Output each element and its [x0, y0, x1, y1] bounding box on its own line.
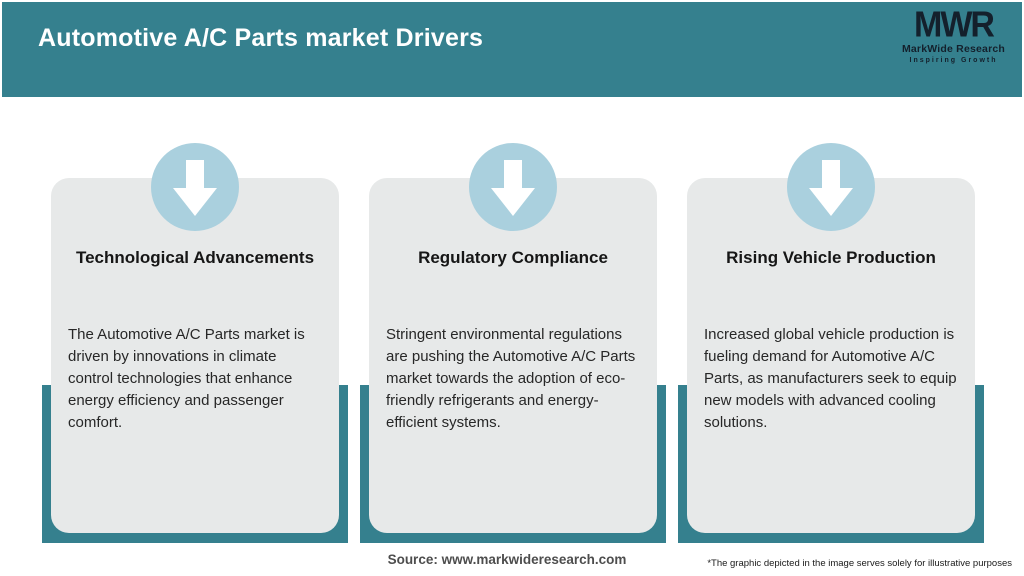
arrow-down-icon [490, 154, 536, 220]
card-description: The Automotive A/C Parts market is drive… [68, 326, 305, 431]
arrow-circle-badge [151, 143, 239, 231]
logo-company-name: MarkWide Research [901, 43, 1006, 55]
header-banner: Automotive A/C Parts market Drivers MWR … [2, 2, 1022, 97]
logo-tagline: Inspiring Growth [909, 56, 998, 64]
arrow-down-icon [172, 154, 218, 220]
card-title: Regulatory Compliance [418, 248, 608, 267]
driver-card-technological-advancements: Technological Advancements The Automotiv… [51, 178, 339, 533]
card-description: Increased global vehicle production is f… [704, 326, 957, 431]
arrow-circle-badge [787, 143, 875, 231]
source-text: Source: www.markwideresearch.com [387, 552, 627, 567]
arrow-circle-badge [469, 143, 557, 231]
driver-card-rising-vehicle-production: Rising Vehicle Production Increased glob… [687, 178, 975, 533]
card-title: Rising Vehicle Production [726, 248, 936, 267]
card-title: Technological Advancements [75, 248, 315, 267]
card-description: Stringent environmental regulations are … [386, 326, 636, 431]
driver-card-regulatory-compliance: Regulatory Compliance Stringent environm… [369, 178, 657, 533]
markwide-research-logo: MWR MarkWide Research Inspiring Growth [901, 5, 1006, 64]
disclaimer-text: *The graphic depicted in the image serve… [707, 558, 1012, 569]
arrow-down-icon [808, 154, 854, 220]
logo-monogram-icon: MWR [914, 5, 995, 45]
page-title: Automotive A/C Parts market Drivers [38, 24, 484, 52]
